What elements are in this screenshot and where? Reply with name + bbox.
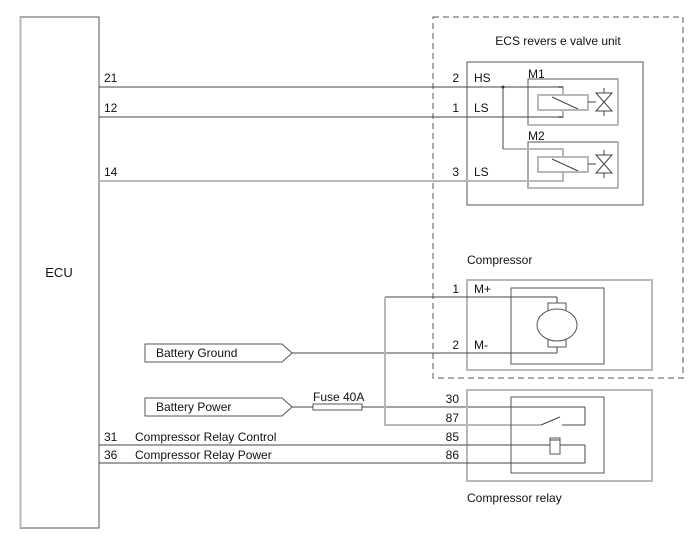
battery-power-label: Battery Power (156, 400, 231, 414)
relay-outer-box (466, 389, 653, 482)
valve-unit-box (466, 61, 644, 206)
compressor-title: Compressor (467, 253, 532, 267)
reverse-valve-unit: M1 M2 (452, 61, 644, 206)
relay-pin-30: 30 (446, 392, 460, 406)
compressor-pin-num: 2 (452, 338, 459, 352)
valve-unit-title: ECS revers e valve unit (495, 34, 621, 48)
battery-ground-connector: Battery Ground (144, 343, 557, 363)
valve-m1-label: M1 (528, 67, 545, 81)
wire-87-to-m-plus (384, 297, 541, 426)
relay-control-label: Compressor Relay Control (135, 430, 276, 444)
solenoid-m1-icon (537, 86, 596, 118)
ecu-label: ECU (45, 265, 72, 280)
battery-ground-label: Battery Ground (156, 346, 237, 360)
valve-m1-icon (594, 88, 614, 116)
compressor-pin-name: M+ (474, 282, 491, 296)
relay-wires: 31 Compressor Relay Control 36 Compresso… (99, 430, 585, 464)
solenoid-m2-icon (503, 148, 596, 182)
junction-dot (501, 85, 505, 89)
motor-icon (536, 302, 578, 348)
compressor-pin-num: 1 (452, 282, 459, 296)
valve-pin-num: 1 (452, 101, 459, 115)
battery-power-tag (144, 397, 293, 417)
fuse-icon (312, 403, 363, 411)
compressor-inner-box (510, 287, 605, 365)
ecu-module: ECU (19, 16, 100, 529)
battery-power-connector: Battery Power Fuse 40A (144, 390, 585, 417)
relay-title: Compressor relay (467, 491, 562, 505)
valve-pin-num: 3 (452, 165, 459, 179)
compressor-relay: 30 87 85 86 Compressor relay (446, 389, 653, 505)
ecu-pin-12: 12 (104, 101, 118, 115)
battery-ground-tag (144, 343, 293, 363)
relay-switch-icon (540, 407, 586, 426)
relay-coil-icon (549, 437, 586, 463)
relay-pin-86: 86 (446, 448, 460, 462)
valve-pin-num: 2 (452, 71, 459, 85)
ecu-pin-21: 21 (104, 71, 118, 85)
relay-pin-87: 87 (446, 411, 460, 425)
compressor-pin-name: M- (474, 338, 488, 352)
relay-pin-85: 85 (446, 430, 460, 444)
valve-pin-name: LS (474, 101, 489, 115)
valve-wires: 21 12 14 (99, 71, 563, 182)
valve-compressor-enclosure (432, 16, 684, 379)
compressor-outer-box (466, 279, 653, 371)
valve-pin-name: LS (474, 165, 489, 179)
fuse-label: Fuse 40A (313, 390, 364, 404)
valve-m2-label: M2 (528, 129, 545, 143)
ecu-pin-14: 14 (104, 165, 118, 179)
valve-m2-icon (594, 150, 614, 178)
ecu-pin-36: 36 (104, 448, 118, 462)
relay-inner-box (510, 396, 605, 474)
ecu-pin-31: 31 (104, 430, 118, 444)
valve-pin-name: HS (474, 71, 491, 85)
relay-power-label: Compressor Relay Power (135, 448, 272, 462)
compressor: Compressor 1 M+ 2 M- (385, 253, 653, 371)
